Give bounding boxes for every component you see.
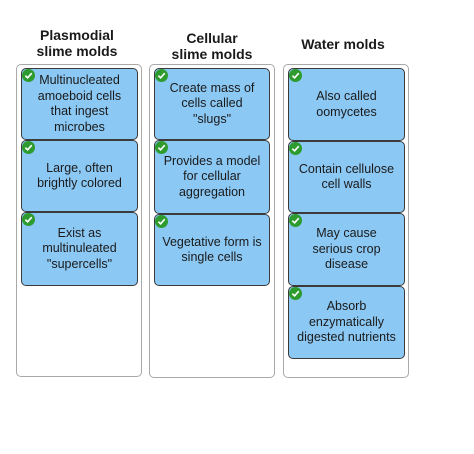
card-cellular-2[interactable]: Provides a model for cellular aggregatio…: [154, 140, 270, 214]
card-plasmodial-2[interactable]: Large, often brightly colored: [21, 140, 138, 212]
column-title-plasmodial: Plasmodial slime molds: [18, 27, 136, 59]
check-icon: [155, 215, 168, 228]
column-title-line2: slime molds: [171, 46, 253, 62]
card-text: Contain cellulose cell walls: [298, 161, 395, 192]
check-icon: [289, 142, 302, 155]
card-water-2[interactable]: Contain cellulose cell walls: [288, 141, 405, 213]
check-icon: [289, 214, 302, 227]
column-title-line1: Plasmodial: [40, 27, 114, 43]
card-water-3[interactable]: May cause serious crop disease: [288, 213, 405, 286]
column-title-line2: slime molds: [36, 43, 118, 59]
check-icon: [289, 69, 302, 82]
card-water-4[interactable]: Absorb enzymatically digested nutrients: [288, 286, 405, 359]
column-title-line1: Water molds: [301, 36, 385, 52]
card-text: Multinucleated amoeboid cells that inges…: [37, 73, 122, 134]
check-icon: [155, 69, 168, 82]
card-plasmodial-1[interactable]: Multinucleated amoeboid cells that inges…: [21, 68, 138, 140]
column-title-line1: Cellular: [186, 30, 238, 46]
check-icon: [289, 287, 302, 300]
card-water-1[interactable]: Also called oomycetes: [288, 68, 405, 141]
check-icon: [22, 213, 35, 226]
card-text: Provides a model for cellular aggregatio…: [163, 153, 261, 199]
card-text: Also called oomycetes: [316, 89, 377, 119]
card-plasmodial-3[interactable]: Exist as multinuleated "supercells": [21, 212, 138, 286]
check-icon: [22, 141, 35, 154]
card-text: Large, often brightly colored: [37, 160, 122, 191]
card-text: Exist as multinuleated "supercells": [42, 225, 117, 271]
card-text: Absorb enzymatically digested nutrients: [297, 299, 396, 345]
card-cellular-3[interactable]: Vegetative form is single cells: [154, 214, 270, 286]
check-icon: [22, 69, 35, 82]
column-title-water-molds: Water molds: [284, 36, 402, 52]
card-cellular-1[interactable]: Create mass of cells called "slugs": [154, 68, 270, 140]
card-text: Create mass of cells called "slugs": [169, 80, 255, 126]
column-title-cellular: Cellular slime molds: [152, 30, 272, 62]
card-text: May cause serious crop disease: [312, 226, 381, 272]
check-icon: [155, 141, 168, 154]
card-text: Vegetative form is single cells: [162, 234, 262, 265]
